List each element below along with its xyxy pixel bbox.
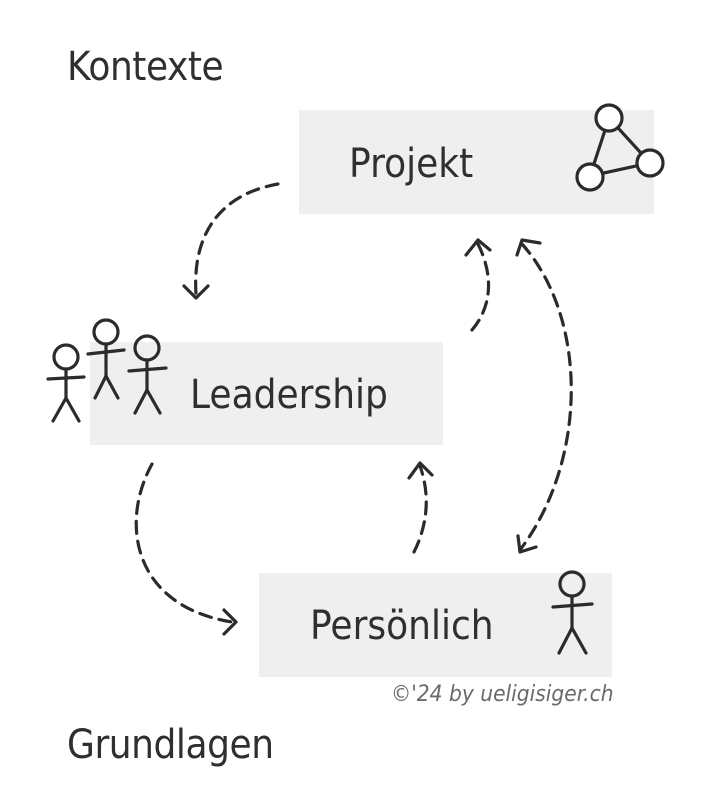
leadership-label: Leadership [190,372,388,418]
arrow-leadership-to-projekt [464,238,492,332]
copyright-notice: ©'24 by ueligisiger.ch [391,682,614,707]
projekt-label: Projekt [349,141,474,187]
network-triangle-icon [575,103,665,192]
heading-kontexte: Kontexte [67,44,224,90]
arrow-persoenlich-to-leadership [407,461,434,554]
persoenlich-box: Persönlich [259,573,612,677]
single-stick-figure-icon [551,570,594,655]
heading-grundlagen: Grundlagen [67,722,274,768]
arrow-leadership-to-persoenlich [134,462,238,636]
arrow-projekt-to-leadership [182,182,280,300]
persoenlich-label: Persönlich [310,603,494,649]
leadership-box: Leadership [90,342,443,445]
arrow-projekt-persoenlich-bidirectional [515,238,573,554]
group-stick-figures-icon [46,318,168,423]
